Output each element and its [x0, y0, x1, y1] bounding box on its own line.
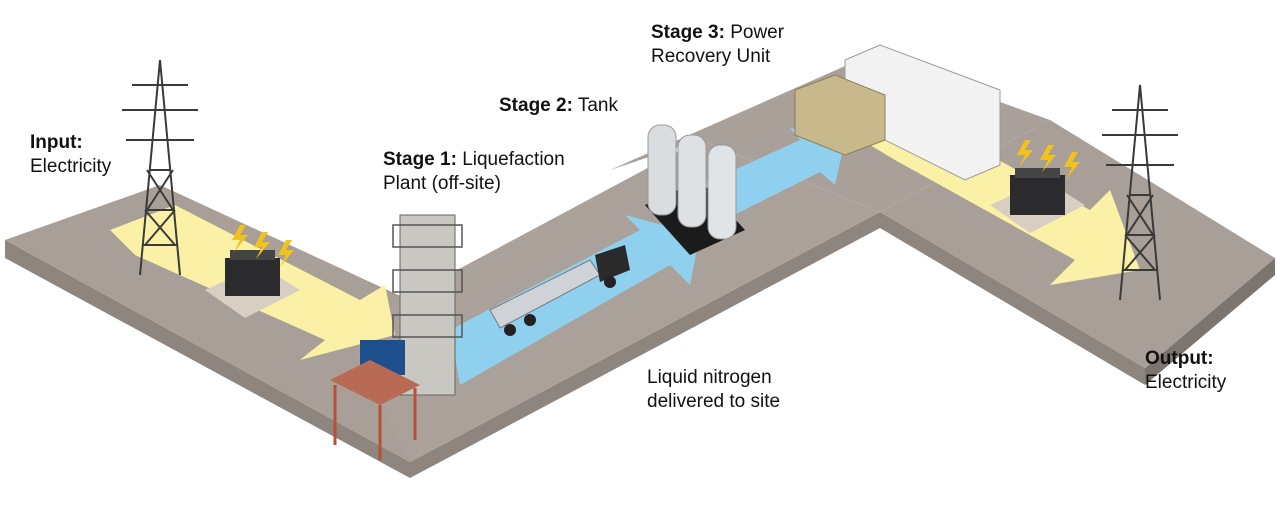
transmission-tower-icon — [1102, 84, 1178, 301]
container-icon — [794, 44, 1001, 181]
input-label: Input:Electricity — [30, 132, 112, 177]
output-label: Output:Electricity — [1145, 348, 1227, 393]
lightning-bolt-icon — [232, 140, 1080, 267]
tanker-truck-icon — [489, 245, 630, 336]
liquefaction-tower-icon — [330, 214, 463, 460]
stage2-label: Stage 2: Tank — [499, 95, 618, 116]
transformer-icon — [205, 250, 300, 318]
transmission-tower-icon — [122, 59, 198, 276]
storage-tank-icon — [645, 124, 745, 255]
transformer-icon — [990, 168, 1085, 233]
